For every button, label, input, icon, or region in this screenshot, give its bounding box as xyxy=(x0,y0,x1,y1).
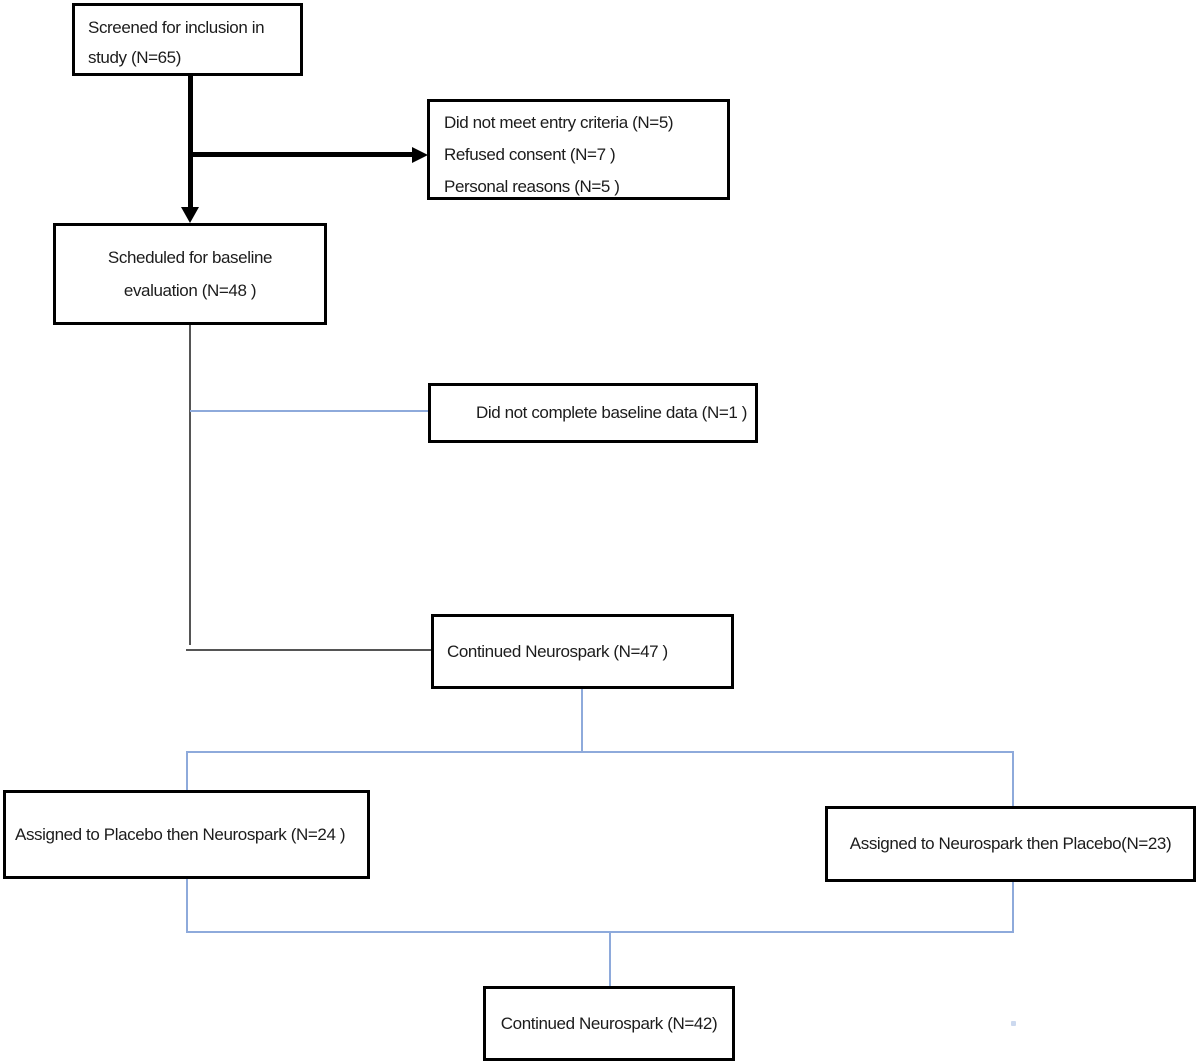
node-screened-line1: Screened for inclusion in xyxy=(88,18,265,37)
node-scheduled: Scheduled for baseline evaluation (N=48 … xyxy=(53,223,327,325)
node-continued-47: Continued Neurospark (N=47 ) xyxy=(431,614,734,689)
connector-merge-left-stub xyxy=(186,879,188,932)
connector-continued-47-down xyxy=(581,689,583,752)
node-baseline-dropout: Did not complete baseline data (N=1 ) xyxy=(428,383,758,443)
node-exclusions-line2: Refused consent (N=7 ) xyxy=(444,145,616,164)
node-scheduled-line1: Scheduled for baseline xyxy=(107,248,273,267)
node-placebo-then-neurospark-label: Assigned to Placebo then Neurospark (N=2… xyxy=(15,824,346,844)
node-continued-42: Continued Neurospark (N=42) xyxy=(483,986,735,1061)
connector-scheduled-down xyxy=(189,325,191,645)
connector-to-baseline-dropout xyxy=(190,410,428,412)
node-exclusions-line1: Did not meet entry criteria (N=5) xyxy=(444,113,674,132)
node-screened-line2: study (N=65) xyxy=(88,48,181,67)
node-scheduled-line2: evaluation (N=48 ) xyxy=(123,281,257,300)
connector-screened-to-scheduled xyxy=(188,76,193,210)
stray-mark xyxy=(1011,1021,1016,1026)
node-exclusions-line3: Personal reasons (N=5 ) xyxy=(444,177,620,196)
connector-split-right-stub xyxy=(1012,751,1014,806)
node-continued-47-label: Continued Neurospark (N=47 ) xyxy=(447,641,668,661)
connector-merge-horizontal xyxy=(186,931,1014,933)
node-neurospark-then-placebo-label: Assigned to Neurospark then Placebo(N=23… xyxy=(849,834,1172,853)
connector-split-left-stub xyxy=(186,751,188,790)
connector-split-horizontal xyxy=(186,751,1014,753)
arrowhead-down-icon xyxy=(181,207,199,223)
connector-to-exclusions xyxy=(190,152,414,157)
connector-to-continued-42 xyxy=(609,931,611,986)
node-screened: Screened for inclusion in study (N=65) xyxy=(72,3,303,76)
node-baseline-dropout-label: Did not complete baseline data (N=1 ) xyxy=(475,403,747,422)
connector-to-continued-47 xyxy=(186,649,431,651)
node-continued-42-label: Continued Neurospark (N=42) xyxy=(500,1013,718,1033)
node-exclusions: Did not meet entry criteria (N=5) Refuse… xyxy=(427,99,730,200)
node-neurospark-then-placebo: Assigned to Neurospark then Placebo(N=23… xyxy=(825,806,1196,882)
arrowhead-right-icon xyxy=(412,147,428,163)
connector-merge-right-stub xyxy=(1012,882,1014,932)
node-placebo-then-neurospark: Assigned to Placebo then Neurospark (N=2… xyxy=(3,790,370,879)
